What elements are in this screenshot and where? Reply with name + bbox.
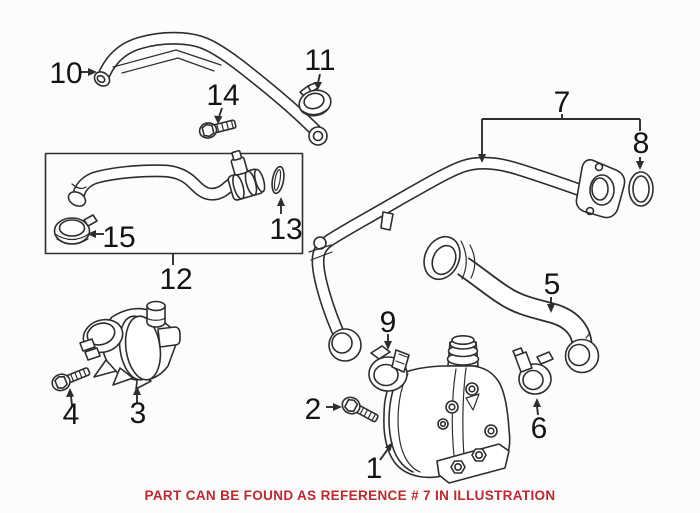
callout-bracket-7	[478, 114, 641, 163]
callout-label-13: 13	[269, 213, 302, 246]
part-coolant-pipe-7	[308, 156, 626, 362]
callout-label-2: 2	[305, 393, 322, 426]
part-bolt-14	[198, 119, 237, 139]
part-bolt-4	[51, 367, 91, 392]
callout-arrow-5	[547, 297, 555, 313]
part-o-ring-8	[628, 171, 654, 207]
part-clamp-6	[512, 347, 554, 395]
part-bolt-2	[341, 396, 379, 423]
callout-label-7: 7	[554, 86, 571, 119]
reference-caption: PART CAN BE FOUND AS REFERENCE # 7 IN IL…	[144, 488, 556, 503]
callout-label-6: 6	[531, 412, 548, 445]
callout-label-5: 5	[544, 268, 561, 301]
callout-arrow-15	[87, 230, 104, 238]
part-coolant-hose-5	[423, 235, 600, 374]
callout-arrow-1	[379, 442, 393, 461]
callout-arrow-11	[314, 73, 322, 90]
callout-arrow-4	[66, 388, 74, 407]
part-o-ring-13	[271, 165, 285, 195]
part-clamp-9	[368, 345, 410, 392]
callout-label-3: 3	[130, 397, 147, 430]
callout-box-12	[44, 152, 304, 255]
callout-label-14: 14	[206, 79, 239, 112]
callout-label-1: 1	[366, 452, 383, 485]
callout-arrow-8	[636, 157, 644, 170]
part-vent-hose-10	[93, 31, 328, 146]
callout-label-11: 11	[304, 44, 335, 77]
part-coolant-pump-1	[383, 334, 511, 484]
part-clamp-15	[53, 214, 98, 245]
callout-arrow-10	[80, 68, 97, 76]
part-clamp-11	[298, 82, 332, 117]
callout-label-10: 10	[49, 57, 82, 90]
part-thermostat-3	[79, 300, 181, 390]
callout-arrow-6	[533, 398, 541, 416]
callout-arrow-3	[133, 386, 141, 404]
callout-arrow-13	[277, 197, 285, 214]
callout-arrow-2	[326, 403, 342, 411]
part-hose-assembly-12	[44, 149, 304, 255]
callout-label-4: 4	[63, 398, 80, 431]
callout-label-9: 9	[380, 306, 397, 339]
callout-arrow-14	[214, 107, 223, 124]
callout-label-8: 8	[633, 127, 650, 160]
callout-label-12: 12	[159, 263, 192, 296]
callout-arrow-9	[384, 334, 392, 350]
callout-label-15: 15	[102, 221, 135, 254]
